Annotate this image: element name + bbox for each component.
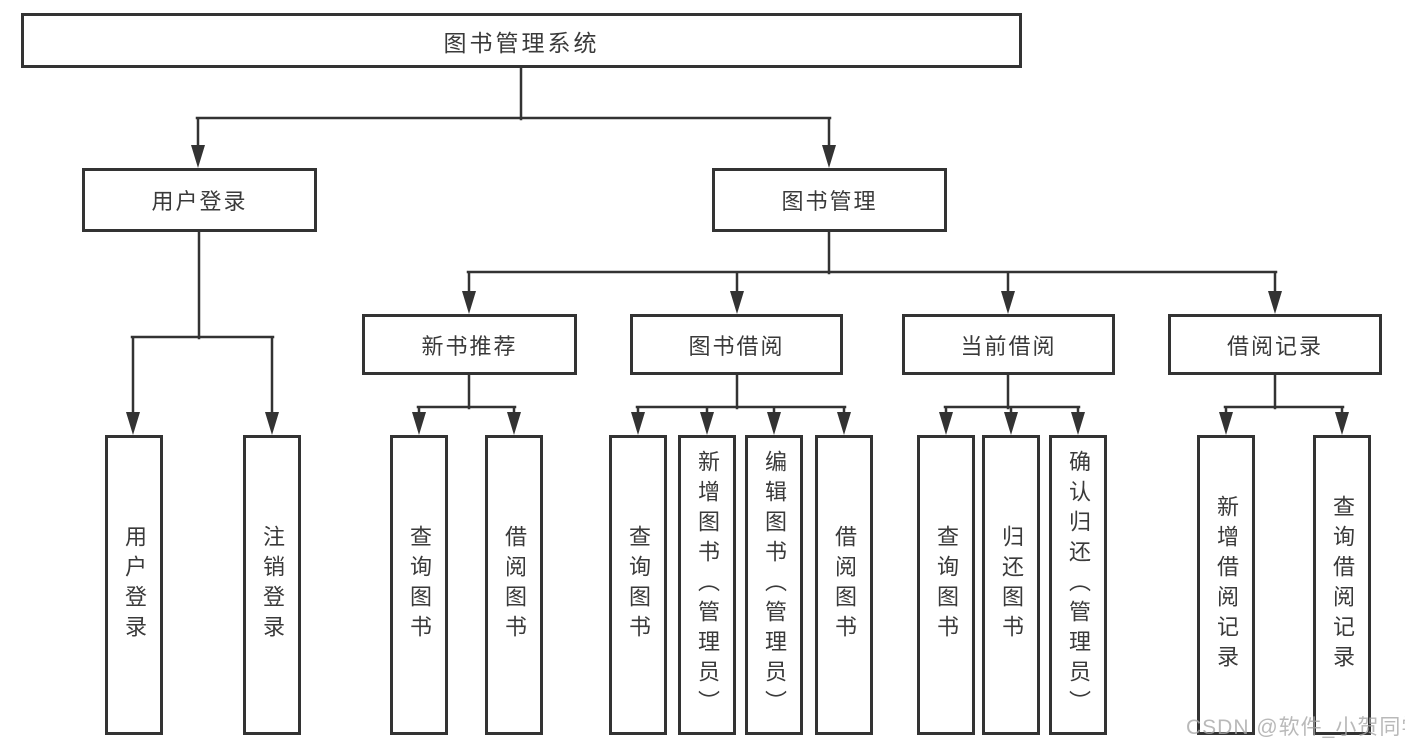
node-current-borrow: 当前借阅: [902, 314, 1115, 375]
leaf-borrow-borrow-book-label: 借阅图书: [832, 525, 857, 645]
node-user-login-label: 用户登录: [151, 189, 248, 214]
leaf-record-query-record-label: 查询借阅记录: [1330, 495, 1355, 675]
node-root: 图书管理系统: [21, 13, 1022, 68]
leaf-logout-label: 注销登录: [260, 525, 285, 645]
leaf-recommend-borrow-book-label: 借阅图书: [502, 525, 527, 645]
node-new-book-recommend-label: 新书推荐: [421, 333, 518, 359]
node-borrow-record: 借阅记录: [1168, 314, 1382, 375]
leaf-record-query-record: 查询借阅记录: [1313, 435, 1371, 735]
leaf-user-login-label: 用户登录: [122, 525, 147, 645]
node-book-management-label: 图书管理: [781, 189, 878, 214]
leaf-current-return-book-label: 归还图书: [999, 525, 1024, 645]
leaf-borrow-add-book-admin: 新增图书（管理员）: [678, 435, 736, 735]
leaf-borrow-edit-book-admin-label: 编辑图书（管理员）: [762, 450, 787, 720]
node-book-management: 图书管理: [712, 168, 947, 232]
leaf-record-add-record: 新增借阅记录: [1197, 435, 1255, 735]
leaf-borrow-add-book-admin-label: 新增图书（管理员）: [695, 450, 720, 720]
node-user-login: 用户登录: [82, 168, 317, 232]
leaf-recommend-query-book-label: 查询图书: [407, 525, 432, 645]
leaf-current-query-book-label: 查询图书: [934, 525, 959, 645]
node-book-borrow: 图书借阅: [630, 314, 843, 375]
node-new-book-recommend: 新书推荐: [362, 314, 577, 375]
leaf-current-confirm-return-admin-label: 确认归还（管理员）: [1066, 450, 1091, 720]
leaf-borrow-borrow-book: 借阅图书: [815, 435, 873, 735]
leaf-borrow-query-book: 查询图书: [609, 435, 667, 735]
leaf-recommend-query-book: 查询图书: [390, 435, 448, 735]
leaf-recommend-borrow-book: 借阅图书: [485, 435, 543, 735]
leaf-current-return-book: 归还图书: [982, 435, 1040, 735]
leaf-current-query-book: 查询图书: [917, 435, 975, 735]
node-current-borrow-label: 当前借阅: [960, 333, 1057, 359]
leaf-record-add-record-label: 新增借阅记录: [1214, 495, 1239, 675]
watermark: CSDN @软件_小贺同学: [1186, 716, 1405, 739]
leaf-user-login: 用户登录: [105, 435, 163, 735]
leaf-borrow-query-book-label: 查询图书: [626, 525, 651, 645]
leaf-logout: 注销登录: [243, 435, 301, 735]
node-root-label: 图书管理系统: [443, 29, 600, 56]
node-book-borrow-label: 图书借阅: [688, 333, 785, 359]
node-borrow-record-label: 借阅记录: [1226, 333, 1323, 359]
leaf-current-confirm-return-admin: 确认归还（管理员）: [1049, 435, 1107, 735]
leaf-borrow-edit-book-admin: 编辑图书（管理员）: [745, 435, 803, 735]
